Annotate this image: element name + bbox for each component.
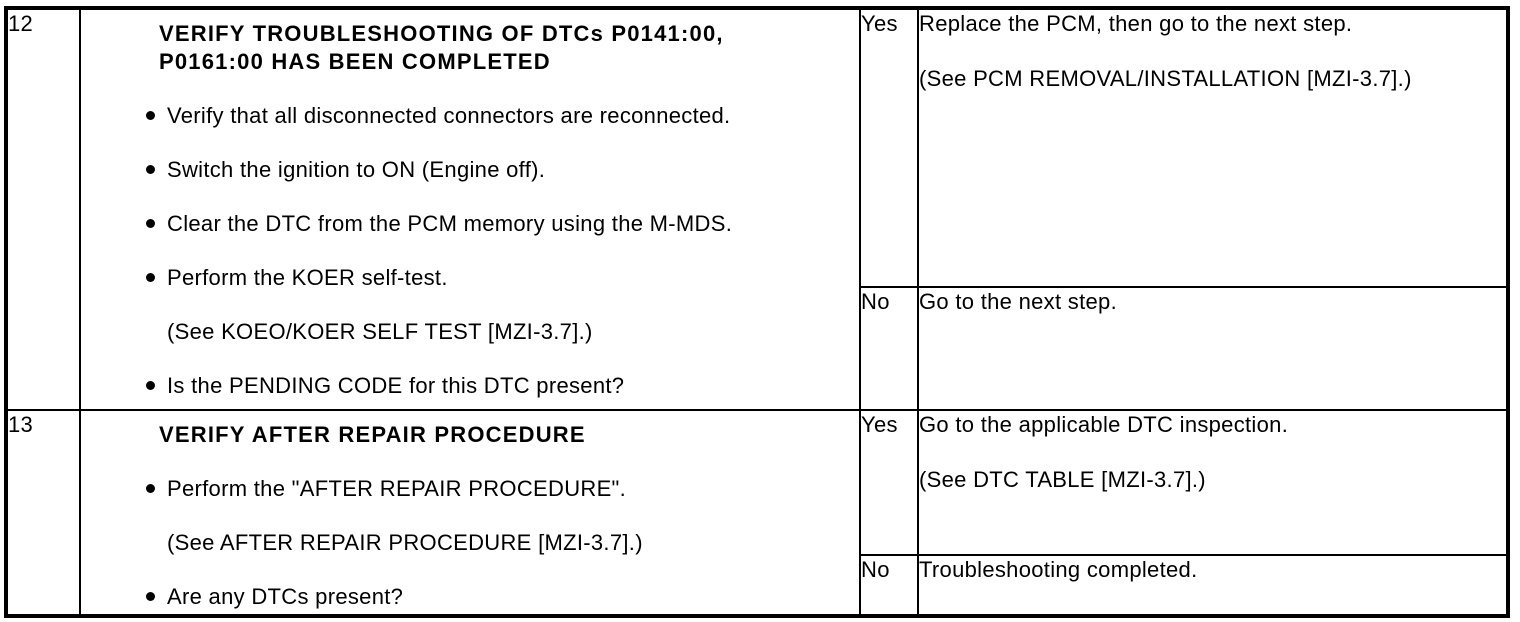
list-item-text: Perform the "AFTER REPAIR PROCEDURE". — [167, 476, 627, 501]
table-row: No Troubleshooting completed. — [6, 554, 1509, 617]
troubleshooting-table: 12 VERIFY TROUBLESHOOTING OF DTCs P0141:… — [4, 6, 1510, 618]
action-cell: Troubleshooting completed. — [917, 554, 1509, 617]
list-item: Is the PENDING CODE for this DTC present… — [81, 372, 851, 400]
list-item: Are any DTCs present? — [81, 583, 851, 611]
step-number: 13 — [5, 409, 81, 617]
bullet-icon — [146, 165, 155, 174]
list-item-text: Clear the DTC from the PCM memory using … — [167, 211, 733, 236]
action-cell: Go to the next step. — [917, 286, 1509, 411]
list-item: Switch the ignition to ON (Engine off). — [81, 156, 851, 184]
manual-page: 12 VERIFY TROUBLESHOOTING OF DTCs P0141:… — [0, 6, 1520, 622]
reference-text: (See DTC TABLE [MZI-3.7].) — [919, 467, 1206, 492]
list-item: Perform the KOER self-test. — [81, 264, 851, 292]
step-number: 12 — [5, 7, 81, 411]
list-item-text: Perform the KOER self-test. — [167, 265, 448, 290]
table-row: 13 VERIFY AFTER REPAIR PROCEDURE Perform… — [5, 409, 1509, 617]
action-cell: Replace the PCM, then go to the next ste… — [917, 7, 1509, 288]
answer-yes: Yes — [859, 7, 919, 288]
reference-text: (See PCM REMOVAL/INSTALLATION [MZI-3.7].… — [919, 66, 1412, 91]
action-text: Go to the applicable DTC inspection. — [919, 412, 1289, 437]
action-text: Replace the PCM, then go to the next ste… — [919, 11, 1353, 36]
bullet-icon — [146, 381, 155, 390]
list-item-text: Are any DTCs present? — [167, 584, 404, 609]
list-item-text: Verify that all disconnected connectors … — [167, 103, 731, 128]
reference-text: (See KOEO/KOER SELF TEST [MZI-3.7].) — [167, 319, 593, 344]
bullet-icon — [146, 273, 155, 282]
bullet-icon — [146, 111, 155, 120]
table-row: No Go to the next step. — [6, 286, 1509, 411]
list-item: Verify that all disconnected connectors … — [81, 102, 851, 130]
action-text: Go to the next step. — [919, 289, 1118, 314]
answer-no: No — [859, 286, 919, 411]
list-item-text: Switch the ignition to ON (Engine off). — [167, 157, 546, 182]
reference-text: (See AFTER REPAIR PROCEDURE [MZI-3.7].) — [167, 530, 643, 555]
list-item-text: Is the PENDING CODE for this DTC present… — [167, 373, 625, 398]
action-cell: Go to the applicable DTC inspection. (Se… — [917, 409, 1509, 556]
bullet-icon — [146, 484, 155, 493]
inspection-title: VERIFY TROUBLESHOOTING OF DTCs P0141:00,… — [159, 21, 724, 74]
table-row: 12 VERIFY TROUBLESHOOTING OF DTCs P0141:… — [5, 7, 1509, 411]
action-text: Troubleshooting completed. — [919, 557, 1198, 582]
list-item: Clear the DTC from the PCM memory using … — [81, 210, 851, 238]
answer-no: No — [859, 554, 919, 617]
bullet-icon — [146, 592, 155, 601]
inspection-cell: VERIFY TROUBLESHOOTING OF DTCs P0141:00,… — [79, 7, 861, 411]
list-item: Perform the "AFTER REPAIR PROCEDURE". — [81, 475, 851, 503]
list-item-reference: (See KOEO/KOER SELF TEST [MZI-3.7].) — [81, 318, 851, 346]
inspection-cell: VERIFY AFTER REPAIR PROCEDURE Perform th… — [79, 409, 861, 617]
list-item-reference: (See AFTER REPAIR PROCEDURE [MZI-3.7].) — [81, 529, 851, 557]
inspection-title: VERIFY AFTER REPAIR PROCEDURE — [159, 422, 586, 447]
bullet-icon — [146, 219, 155, 228]
answer-yes: Yes — [859, 409, 919, 556]
